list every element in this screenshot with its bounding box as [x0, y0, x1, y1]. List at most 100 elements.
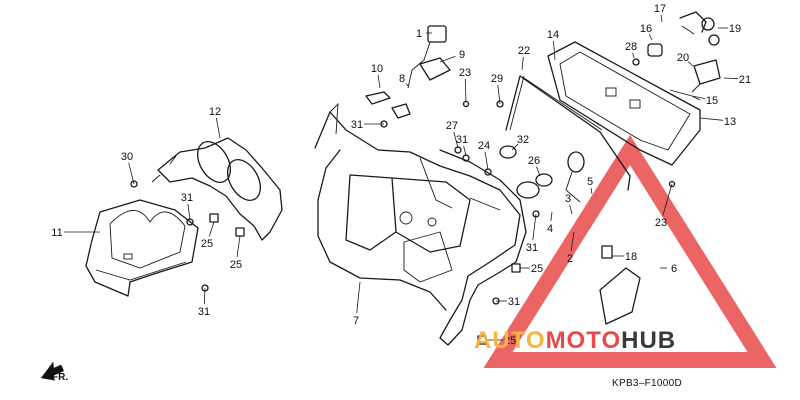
callout-c9: 9 [459, 49, 465, 61]
callout-c20: 20 [677, 52, 689, 64]
part-19-key-lock [679, 11, 720, 46]
callout-c31d: 31 [526, 242, 538, 254]
callout-c6: 6 [671, 263, 677, 275]
leader-line-c5 [590, 187, 593, 195]
callout-c15: 15 [706, 95, 718, 107]
callout-c25b: 25 [230, 259, 242, 271]
callout-c31a: 31 [351, 119, 363, 131]
callout-c13: 13 [724, 116, 736, 128]
part-11-lower-cover [85, 199, 199, 297]
callout-c24: 24 [478, 140, 490, 152]
callout-c5: 5 [587, 176, 593, 188]
leader-line-c28 [632, 52, 635, 59]
leader-line-c30 [128, 162, 135, 185]
callout-c3: 3 [565, 193, 571, 205]
leader-line-c27 [453, 131, 459, 149]
watermark-text: AUTOMOTOHUB [474, 327, 676, 354]
callout-c22: 22 [518, 45, 530, 57]
part-6-module [599, 245, 641, 325]
part-12-duct [151, 137, 283, 241]
part-1-connector [407, 25, 447, 89]
leader-line-c31d [532, 213, 537, 241]
front-direction-arrow: FR. [40, 361, 68, 383]
leader-line-c22 [521, 56, 524, 71]
watermark-part-hub: HUB [621, 327, 676, 354]
callout-c31f: 31 [198, 306, 210, 318]
callout-c25d: 25 [504, 335, 516, 347]
leader-line-c2 [570, 231, 575, 252]
leader-line-c24 [484, 151, 489, 171]
leader-line-c26 [536, 166, 541, 177]
leader-line-c29 [497, 84, 501, 105]
part-32-grommet [499, 145, 517, 159]
part-9-pad [419, 57, 451, 81]
leader-line-c15 [691, 95, 706, 100]
leader-line-c17 [660, 14, 663, 23]
callout-c28: 28 [625, 41, 637, 53]
part-7-main-cowl [314, 102, 527, 346]
callout-c26: 26 [528, 155, 540, 167]
watermark-triangle [483, 134, 777, 368]
callout-c14: 14 [547, 29, 559, 41]
fasteners [130, 100, 676, 345]
direction-label: FR. [52, 372, 68, 383]
callout-c29: 29 [491, 73, 503, 85]
callout-c16: 16 [640, 23, 652, 35]
callout-c8: 8 [399, 73, 405, 85]
callout-c27: 27 [446, 120, 458, 132]
callout-c23b: 23 [655, 217, 667, 229]
watermark-part-moto: MOTO [546, 327, 622, 354]
drawing-code: KPB3–F1000D [612, 378, 682, 389]
leader-line-c21 [723, 77, 739, 80]
part-10-clip [365, 91, 391, 105]
leader-line-c4 [550, 211, 553, 222]
callout-c31c: 31 [181, 192, 193, 204]
callout-c2: 2 [567, 253, 573, 265]
leader-line-c31c [187, 203, 191, 221]
leader-line-c31b [463, 145, 467, 157]
callout-c25a: 25 [201, 238, 213, 250]
callout-c31b: 31 [456, 134, 468, 146]
callout-c31e: 31 [508, 296, 520, 308]
leader-line-c23a [464, 78, 467, 103]
leader-line-c13 [699, 117, 724, 121]
callout-c17: 17 [654, 3, 666, 15]
leader-line-c25b [236, 235, 241, 258]
callout-c1: 1 [416, 28, 422, 40]
part-22-seal [505, 75, 631, 191]
callout-c12: 12 [209, 106, 221, 118]
part-13-upper-trim [547, 41, 701, 166]
part-26-socket [516, 173, 553, 199]
part-21-latch [691, 59, 721, 93]
leader-line-c16 [648, 34, 653, 41]
part-8-bracket [391, 103, 411, 119]
leader-line-c20 [687, 61, 694, 67]
leader-line-c12 [215, 117, 221, 139]
watermark-part-auto: AUTO [474, 327, 546, 354]
callout-c30: 30 [121, 151, 133, 163]
leader-line-c7 [356, 281, 361, 314]
leader-line-c14 [553, 40, 556, 61]
part-15-cable [669, 89, 701, 101]
part-3-bulb-socket [565, 151, 585, 203]
leader-line-c25a [208, 221, 215, 237]
callout-c19: 19 [729, 23, 741, 35]
leader-line-c32 [511, 143, 519, 151]
svg-text:AUTOMOTOHUB: AUTOMOTOHUB [474, 327, 676, 354]
leader-line-c3 [569, 204, 573, 215]
callout-c7: 7 [353, 315, 359, 327]
callout-c4: 4 [547, 223, 553, 235]
callout-c23a: 23 [459, 67, 471, 79]
callout-c18: 18 [625, 251, 637, 263]
leader-line-c23b [662, 183, 673, 216]
leader-line-c8 [405, 83, 409, 87]
leader-line-c10 [377, 74, 381, 89]
callout-c25c: 25 [531, 263, 543, 275]
leader-line-c9 [439, 56, 456, 63]
callout-c21: 21 [739, 74, 751, 86]
part-28-bolt [632, 58, 640, 66]
callout-c32: 32 [517, 134, 529, 146]
